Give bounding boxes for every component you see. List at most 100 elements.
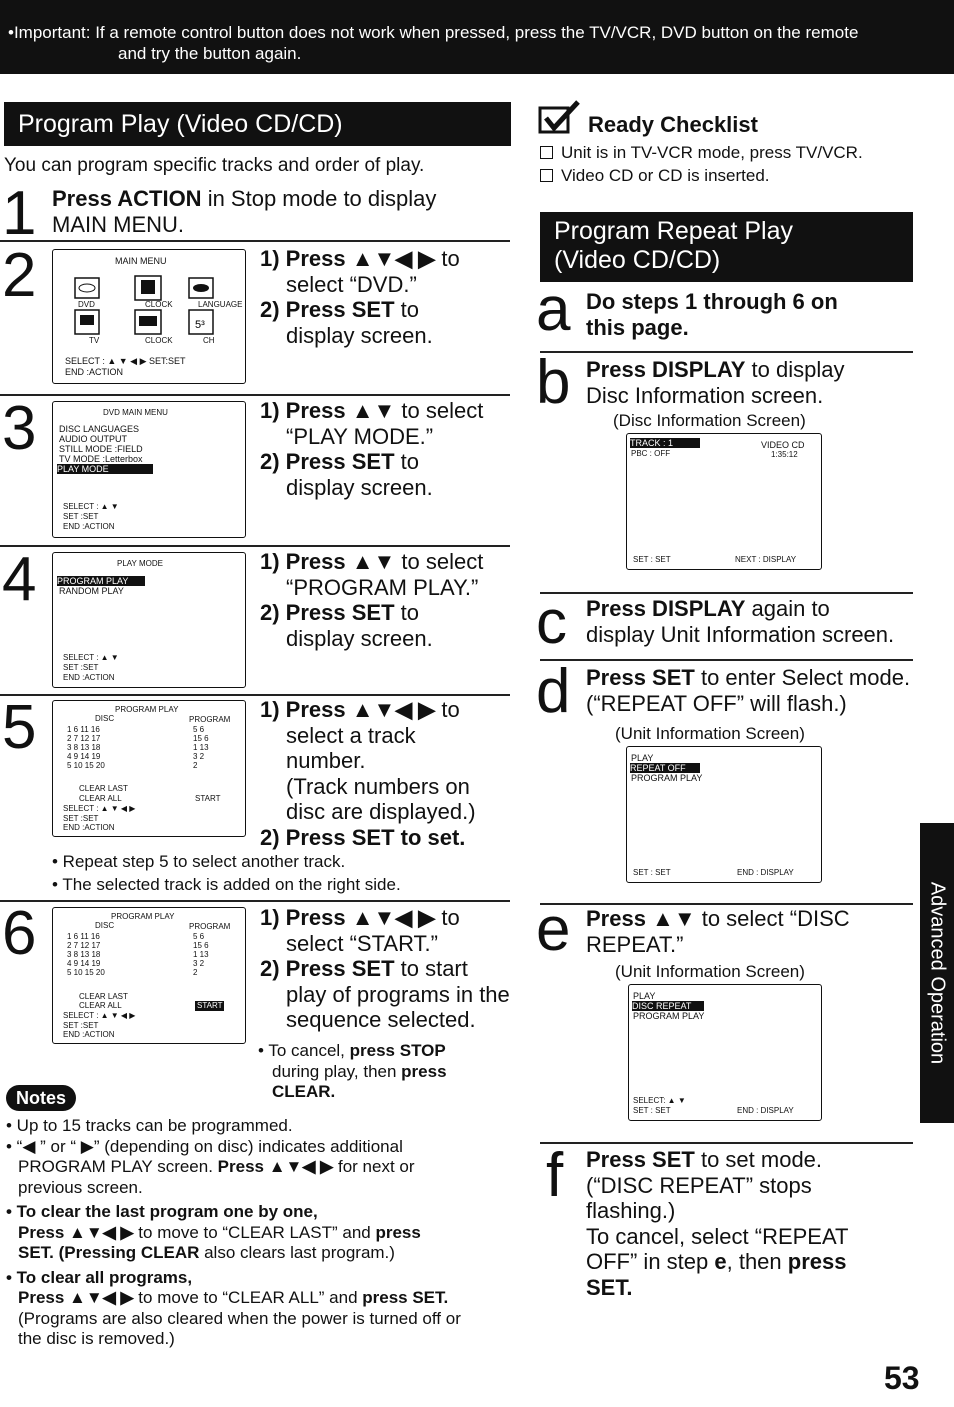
row-still-mode: STILL MODE :FIELD: [59, 444, 143, 454]
s3-l1b: 1) Press ▲▼: [260, 398, 396, 423]
cancel-mid: during play, then: [272, 1061, 402, 1081]
prog-row: 2: [193, 761, 198, 770]
s6-l1b: 1) Press ▲▼◀ ▶: [260, 905, 436, 930]
prog-row: 15 6: [193, 734, 209, 743]
bullet-added-right: • The selected track is added on the rig…: [52, 874, 401, 894]
s6-l5: sequence selected.: [286, 1007, 476, 1032]
grid-row: 5 10 15 20: [67, 761, 105, 770]
d-rest: to enter Select mode.: [694, 665, 911, 690]
repeat-header-line1: Program Repeat Play: [554, 217, 794, 245]
footer-set: SET :SET: [63, 512, 99, 521]
label-ch: CH: [203, 336, 215, 345]
f-l5-mid: , then: [726, 1249, 788, 1274]
notes-list: • Up to 15 tracks can be programmed. • “…: [6, 1116, 516, 1350]
row-repeat-off-highlight: REPEAT OFF: [630, 763, 700, 773]
a-line2: this page.: [586, 314, 689, 340]
top-notice-line1: •Important: If a remote control button d…: [8, 23, 859, 42]
grid-row: 2 7 12 17: [67, 941, 101, 950]
program-play-screen-5: PROGRAM PLAY DISC PROGRAM 1 6 11 16 2 7 …: [52, 700, 246, 837]
grid-row: 1 6 11 16: [67, 725, 100, 734]
checkmark-box-icon: [538, 100, 580, 134]
note-2b-rest: for next or: [333, 1157, 415, 1176]
row-play: PLAY: [633, 991, 656, 1001]
screen-title: MAIN MENU: [115, 256, 167, 266]
s4-l3b: 2) Press SET: [260, 600, 395, 625]
divider: [540, 1142, 913, 1144]
s4-l3r: to: [394, 600, 419, 625]
start-option: START: [195, 794, 221, 803]
clear-last: CLEAR LAST: [79, 992, 128, 1001]
e-rest: to select “DISC: [695, 906, 850, 931]
step-1-number: 1: [2, 179, 37, 248]
step-5-bullets: • Repeat step 5 to select another track.…: [52, 852, 401, 895]
f-bold: Press SET: [586, 1147, 695, 1172]
footer-end: END : DISPLAY: [737, 868, 794, 877]
main-menu-screen: MAIN MENU 5³ DVD CLOCK LANGUAGE TV CLOCK…: [52, 249, 246, 384]
b-line2: Disc Information screen.: [586, 382, 824, 408]
s5-l6r: to set.: [394, 824, 466, 850]
divider: [540, 592, 913, 594]
b-rest: to display: [745, 357, 845, 382]
grid-row: 4 9 14 19: [67, 959, 101, 968]
checklist-item-2: Video CD or CD is inserted.: [561, 166, 770, 185]
divider: [540, 903, 913, 905]
note-2b-bold: Press ▲▼◀ ▶: [217, 1157, 334, 1176]
cancel-pre: • To cancel,: [258, 1041, 350, 1060]
grid-row: 5 10 15 20: [67, 968, 105, 977]
f-l5-bold2: press: [787, 1249, 847, 1274]
footer-select: SELECT : ▲ ▼: [63, 502, 119, 511]
f-line2: (“DISC REPEAT” stops: [586, 1172, 812, 1198]
screen-title: PROGRAM PLAY: [115, 705, 179, 714]
checklist-item-1: Unit is in TV-VCR mode, press TV/VCR.: [561, 143, 863, 162]
top-notice-line2: and try the button again.: [118, 44, 302, 63]
c-rest: again to: [745, 596, 830, 621]
footer-set: SET :SET: [63, 663, 99, 672]
program-play-header: Program Play (Video CD/CD): [4, 102, 511, 146]
note-2c: previous screen.: [18, 1177, 143, 1197]
video-cd-label: VIDEO CD: [761, 440, 805, 450]
intro-text: You can program specific tracks and orde…: [4, 155, 425, 176]
s6-l3r: to start: [394, 956, 468, 981]
page-number: 53: [884, 1360, 920, 1396]
footer-set: SET : SET: [633, 868, 671, 877]
grid-row: 3 8 13 18: [67, 950, 101, 959]
step-b-instructions: Press DISPLAY to display Disc Informatio…: [586, 357, 844, 408]
f-line4: To cancel, select “REPEAT: [586, 1223, 849, 1249]
screen-program: PROGRAM: [189, 715, 231, 724]
divider: [540, 659, 913, 661]
step-5-number: 5: [2, 693, 37, 762]
s6-l4: play of programs in the: [286, 981, 510, 1007]
prog-row: 15 6: [193, 941, 209, 950]
step-6-cancel-note: • To cancel, press STOP during play, the…: [258, 1041, 518, 1103]
step-d-letter: d: [536, 657, 571, 726]
b-bold: Press DISPLAY: [586, 357, 746, 382]
s5-l4: (Track numbers on: [286, 773, 470, 799]
s2-l1r: to: [435, 246, 460, 271]
step-1-instruction: Press ACTION in Stop mode to display MAI…: [52, 186, 492, 237]
footer-select: SELECT : ▲ ▼ ◀ ▶: [63, 804, 136, 813]
clear-all: CLEAR ALL: [79, 1001, 122, 1010]
note-1: • Up to 15 tracks can be programmed.: [6, 1116, 293, 1135]
footer-select: SELECT : ▲ ▼: [63, 653, 119, 662]
footer-end: END :ACTION: [63, 1030, 115, 1039]
step-a-letter: a: [536, 275, 571, 344]
step-6-number: 6: [2, 899, 37, 968]
step-2-instructions: 1) Press ▲▼◀ ▶ to select “DVD.” 2) Press…: [260, 246, 510, 348]
step-c-letter: c: [536, 588, 567, 657]
note-4b-rest: to move to “CLEAR ALL” and: [133, 1288, 363, 1307]
row-program-play: PROGRAM PLAY: [633, 1011, 705, 1021]
row-audio-output: AUDIO OUTPUT: [59, 434, 128, 444]
grid-row: 3 8 13 18: [67, 743, 101, 752]
s3-l1r: to select: [395, 398, 484, 423]
s5-l6b: 2) Press SET: [260, 824, 395, 850]
a-line1: Do steps 1 through 6 on: [586, 289, 838, 314]
unit-info-caption-e: (Unit Information Screen): [615, 962, 805, 981]
step-3-instructions: 1) Press ▲▼ to select “PLAY MODE.” 2) Pr…: [260, 398, 510, 500]
s2-l3b: 2) Press SET: [260, 297, 395, 322]
s4-l1b: 1) Press ▲▼: [260, 549, 396, 574]
side-tab-label: Advanced Operation: [926, 881, 949, 1065]
screen-title: PLAY MODE: [117, 559, 163, 568]
repeat-header-line2: (Video CD/CD): [554, 246, 721, 274]
label-clock-2: CLOCK: [145, 336, 173, 345]
bullet-repeat-step: • Repeat step 5 to select another track.: [52, 852, 346, 871]
